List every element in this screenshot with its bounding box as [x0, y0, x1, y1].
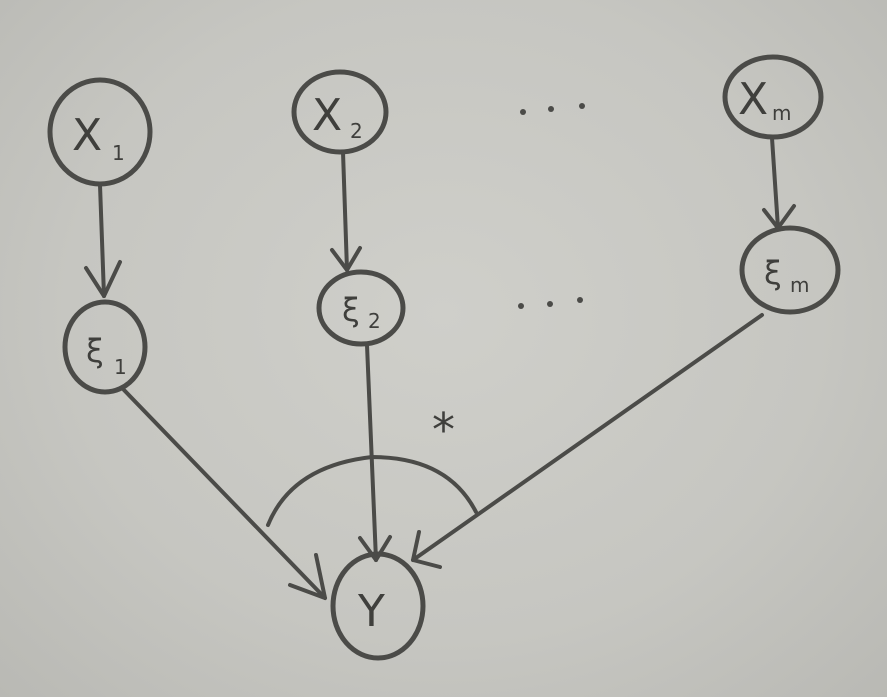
- node-y: Y: [330, 551, 426, 661]
- edge-e1-y-arrowhead: [288, 553, 327, 600]
- node-x1-subscript: 1: [112, 141, 125, 165]
- node-xm-subscript: m: [772, 101, 791, 125]
- node-e2-subscript: 2: [368, 309, 381, 333]
- edge-x2-e2-line: [341, 150, 349, 272]
- node-x1-label: X: [72, 110, 102, 161]
- node-x2-subscript: 2: [350, 119, 363, 143]
- edge-x1-e1: [84, 183, 122, 298]
- node-x2-circle: [291, 69, 389, 155]
- edge-em-y-line: [411, 313, 764, 562]
- node-em-label: ξ: [764, 254, 782, 292]
- node-y-label: Y: [357, 586, 385, 637]
- edge-xm-em-line: [770, 136, 780, 230]
- combine-symbol: *: [432, 403, 455, 457]
- node-e2-label: ξ: [342, 291, 360, 329]
- ellipsis-mid-dot-2: [547, 301, 553, 307]
- edge-e1-y: [122, 388, 327, 600]
- edge-em-y: [411, 313, 764, 569]
- edge-x2-e2: [330, 150, 362, 272]
- node-x1: X 1: [47, 77, 153, 187]
- ellipsis-mid-dot-3: [577, 297, 583, 303]
- ellipsis-mid: [518, 297, 583, 309]
- node-e2-circle: [316, 269, 406, 347]
- edge-x1-e1-line: [98, 183, 106, 298]
- edge-x2-e2-arrowhead: [330, 246, 362, 272]
- node-em-circle: [739, 225, 841, 315]
- node-e1-circle: [62, 299, 148, 395]
- node-em: ξ m: [739, 225, 841, 315]
- edge-e1-y-line: [122, 388, 327, 600]
- edge-x1-e1-arrowhead: [84, 260, 122, 298]
- node-e1-label: ξ: [86, 332, 104, 370]
- node-x2: X 2: [291, 69, 389, 155]
- node-e1-subscript: 1: [114, 355, 127, 379]
- ellipsis-top: [520, 103, 585, 115]
- combine-arc: [266, 455, 478, 527]
- ellipsis-top-dot-1: [520, 109, 526, 115]
- edge-e2-y-arrowhead: [358, 535, 392, 562]
- ellipsis-mid-dot-1: [518, 303, 524, 309]
- edge-e2-y-line: [365, 343, 378, 562]
- node-xm-label: X: [738, 74, 768, 125]
- ellipsis-top-dot-3: [579, 103, 585, 109]
- edge-e2-y: [358, 343, 392, 562]
- node-x2-label: X: [312, 90, 342, 141]
- edge-xm-em: [762, 136, 796, 230]
- edge-xm-em-arrowhead: [762, 204, 796, 230]
- node-e2: ξ 2: [316, 269, 406, 347]
- ellipsis-top-dot-2: [548, 106, 554, 112]
- node-xm: X m: [722, 54, 824, 140]
- edge-em-y-arrowhead: [411, 530, 442, 569]
- node-e1: ξ 1: [62, 299, 148, 395]
- node-em-subscript: m: [790, 273, 809, 297]
